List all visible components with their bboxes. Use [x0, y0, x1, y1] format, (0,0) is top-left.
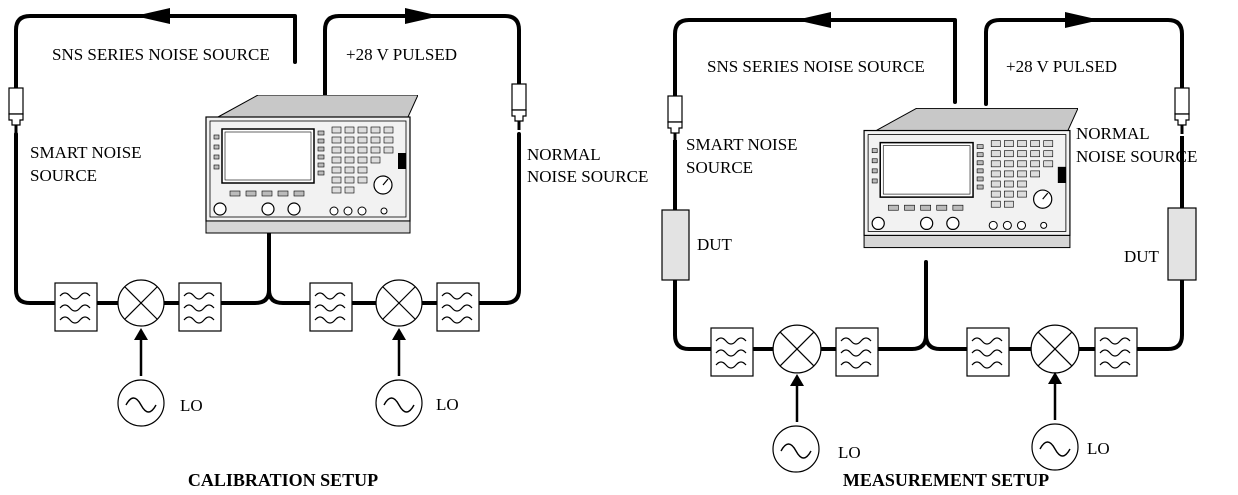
arrow-up-icon: [392, 328, 406, 340]
normal-noise-label-line2: NOISE SOURCE: [1076, 147, 1197, 166]
normal-noise-label-line2: NOISE SOURCE: [527, 167, 648, 186]
smart-noise-label-line2: SOURCE: [30, 166, 97, 185]
filter-icon: [966, 327, 1010, 377]
mixer-icon: [117, 279, 165, 327]
filter-icon: [309, 282, 353, 332]
arrow-up-icon: [1048, 372, 1062, 384]
sns-label: SNS SERIES NOISE SOURCE: [707, 57, 925, 76]
mixer-icon: [772, 324, 822, 374]
calibration-setup: SNS SERIES NOISE SOURCE +28 V PULSED SMA…: [7, 8, 648, 490]
filter-icon: [835, 327, 879, 377]
oscillator-icon: [1031, 423, 1079, 471]
smart-noise-source-icon: [666, 94, 684, 144]
measurement-setup: SNS SERIES NOISE SOURCE +28 V PULSED SMA…: [661, 12, 1197, 490]
arrow-up-icon: [134, 328, 148, 340]
calibration-loop-cable: [14, 132, 521, 305]
sns-label: SNS SERIES NOISE SOURCE: [52, 45, 270, 64]
filter-icon: [710, 327, 754, 377]
lo-label: LO: [180, 396, 203, 415]
normal-noise-source-icon: [1173, 86, 1191, 136]
oscillator-icon: [375, 379, 423, 427]
arrow-right-icon: [405, 8, 440, 24]
arrow-right-icon: [1065, 12, 1100, 28]
noise-figure-analyzer-icon: [863, 108, 1078, 249]
arrow-left-icon: [796, 12, 831, 28]
pulsed-label: +28 V PULSED: [1006, 57, 1117, 76]
mixer-icon: [1030, 324, 1080, 374]
dut-label: DUT: [1124, 247, 1160, 266]
filter-icon: [436, 282, 480, 332]
noise-figure-analyzer-icon: [205, 95, 418, 234]
smart-noise-label-line1: SMART NOISE: [30, 143, 142, 162]
arrow-left-icon: [135, 8, 170, 24]
dut-left-box: [661, 209, 690, 281]
dut-label: DUT: [697, 235, 733, 254]
measurement-sns-cable: [673, 18, 957, 104]
smart-noise-label-line1: SMART NOISE: [686, 135, 798, 154]
lo-label: LO: [1087, 439, 1110, 458]
dut-right-box: [1167, 207, 1197, 281]
filter-icon: [1094, 327, 1138, 377]
oscillator-icon: [772, 425, 820, 473]
normal-noise-label-line1: NORMAL: [1076, 124, 1150, 143]
calibration-caption: CALIBRATION SETUP: [188, 470, 378, 490]
normal-noise-label-line1: NORMAL: [527, 145, 601, 164]
lo-label: LO: [838, 443, 861, 462]
calibration-sns-cable: [14, 14, 297, 92]
filter-icon: [178, 282, 222, 332]
lo-label: LO: [436, 395, 459, 414]
measurement-loop-cable: [673, 260, 1184, 351]
smart-noise-source-icon: [7, 86, 25, 136]
arrow-up-icon: [790, 374, 804, 386]
mixer-icon: [375, 279, 423, 327]
oscillator-icon: [117, 379, 165, 427]
pulsed-label: +28 V PULSED: [346, 45, 457, 64]
filter-icon: [54, 282, 98, 332]
smart-noise-label-line2: SOURCE: [686, 158, 753, 177]
normal-noise-source-icon: [510, 82, 528, 132]
measurement-caption: MEASUREMENT SETUP: [843, 470, 1049, 490]
